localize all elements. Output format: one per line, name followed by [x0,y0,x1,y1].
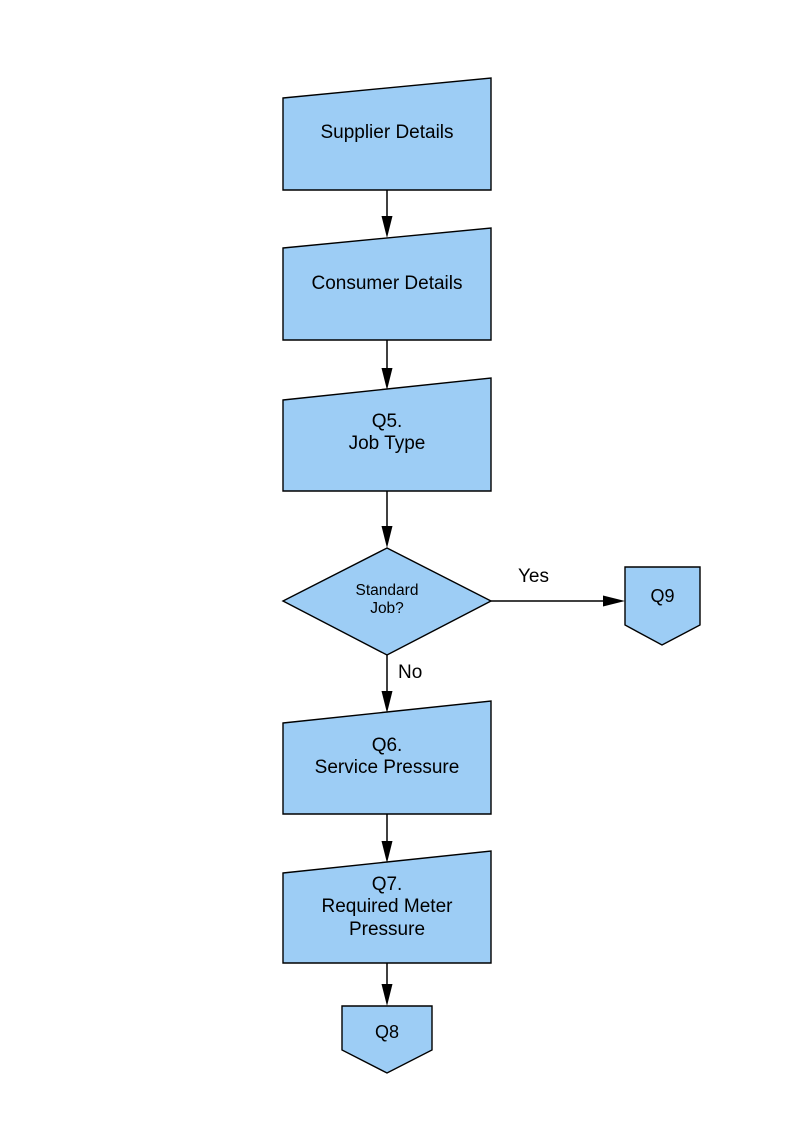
edge-consumer-to-q5 [381,340,393,390]
node-shape-q8[interactable] [341,1005,433,1074]
node-shape-standard-job[interactable] [281,547,493,656]
edge-q5-to-standard-job [381,491,393,548]
node-shape-consumer-details[interactable] [282,227,492,341]
edge-label-no: No [398,662,423,683]
edge-q6-to-q7 [381,814,393,863]
node-shape-q9[interactable] [624,566,701,646]
edge-standard-job-yes-to-q9 [491,595,625,607]
edge-standard-job-no-to-q6 [381,655,393,713]
node-shape-q5-job-type[interactable] [282,377,492,492]
edge-supplier-to-consumer [381,190,393,238]
edge-label-yes: Yes [518,566,549,587]
node-shape-supplier-details[interactable] [282,77,492,191]
node-shape-q7-required-meter-pressure[interactable] [282,850,492,964]
node-shape-q6-service-pressure[interactable] [282,700,492,815]
edge-q7-to-q8 [381,963,393,1006]
